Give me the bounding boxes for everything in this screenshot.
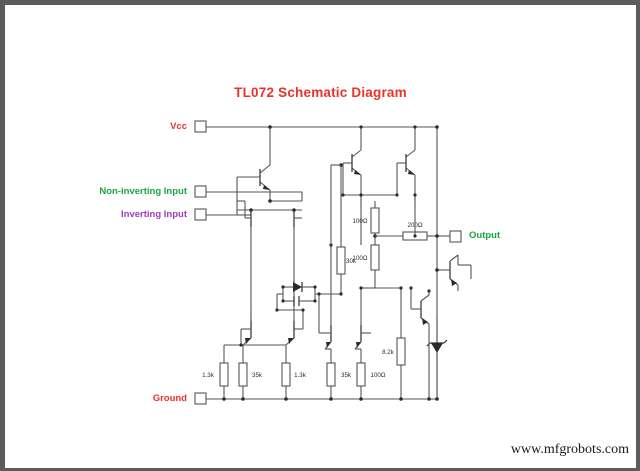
transistor-q4-npn	[285, 311, 304, 363]
jfet-input-pair	[237, 199, 302, 237]
center-bus	[330, 164, 341, 245]
schematic-canvas: TL072 Schematic Diagram Vcc Non-invertin…	[5, 5, 636, 468]
bias-wire-left	[236, 177, 251, 216]
resistor-8k2: 8.2k	[375, 286, 406, 399]
terminal-square-output[interactable]	[449, 230, 462, 243]
transistor-q10-npn	[409, 286, 431, 401]
circuit-diagram: 1.3k 35k 1.3k 35k 100Ω	[194, 120, 472, 405]
page-title: TL072 Schematic Diagram	[234, 85, 407, 100]
transistor-q6-npn	[354, 288, 371, 350]
resistor-35k-a: 35k	[238, 362, 263, 399]
transistor-q8-pnp	[396, 125, 417, 201]
jfet-drain-wires	[250, 237, 295, 321]
watermark: www.mfgrobots.com	[510, 442, 629, 457]
terminal-square-inverting-input[interactable]	[194, 208, 207, 221]
terminal-square-ground[interactable]	[194, 392, 207, 405]
transistor-q3-npn	[240, 311, 252, 363]
resistor-1k3-b: 1.3k	[281, 362, 307, 399]
resistor-value-30k-a: 30k	[346, 258, 357, 265]
terminal-label-ground: Ground	[152, 393, 187, 404]
resistor-value-100a: 100Ω	[353, 218, 368, 225]
transistor-q1-pnp	[237, 127, 271, 201]
resistor-value-35k-b: 35k	[341, 372, 352, 379]
resistor-value-35k-a: 35k	[252, 372, 263, 379]
terminal-label-noninverting-input: Non-inverting Input	[99, 186, 187, 197]
diode-capacitor-block	[276, 282, 341, 310]
transistor-q5-npn	[317, 245, 332, 350]
terminal-square-vcc[interactable]	[194, 120, 207, 133]
resistor-value-1k3-a: 1.3k	[202, 372, 215, 379]
resistor-100c: 100Ω	[356, 349, 386, 399]
lower-left-connection-wires	[223, 308, 305, 363]
transistor-output-npn	[435, 254, 472, 291]
resistor-35k-b: 35k	[326, 349, 352, 399]
resistor-30k-a: 30k	[336, 165, 357, 296]
resistor-1k3-a: 1.3k	[202, 362, 229, 399]
junction-dots	[222, 125, 439, 401]
resistor-value-8k2: 8.2k	[382, 349, 395, 356]
resistor-value-1k3-b: 1.3k	[294, 372, 307, 379]
resistor-100b: 100Ω	[353, 234, 380, 290]
mirror-collector-wires	[360, 201, 417, 245]
zener-diode	[426, 315, 448, 399]
resistor-value-100b: 100Ω	[353, 255, 368, 262]
resistor-100a: 100Ω	[353, 201, 380, 236]
mirror-base-wire	[341, 193, 417, 201]
noninverting-input-wire	[206, 191, 303, 201]
terminal-label-output: Output	[469, 230, 501, 241]
terminal-label-vcc: Vcc	[170, 121, 187, 132]
terminal-square-noninverting-input[interactable]	[194, 185, 207, 198]
resistor-value-100c: 100Ω	[371, 372, 386, 379]
transistor-q7-pnp	[342, 125, 363, 201]
resistor-200: 200Ω	[375, 222, 439, 241]
terminal-label-inverting-input: Inverting Input	[121, 209, 187, 220]
